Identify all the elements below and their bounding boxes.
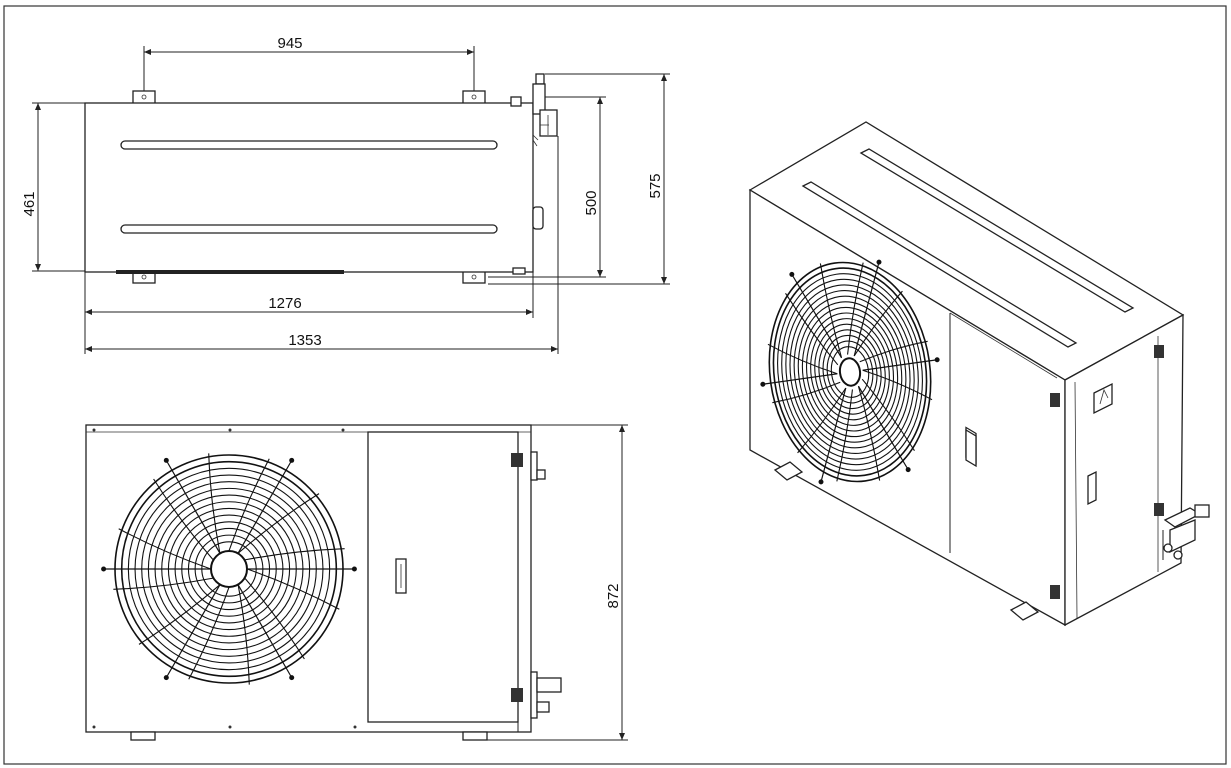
unit-foot [130,731,156,741]
fan-guard [101,453,357,685]
iso-side-handle [1087,470,1097,506]
dimension-945: 945 [277,35,302,52]
unit-foot [462,731,488,741]
mount-tab [462,90,486,105]
unit-top-body [84,102,534,273]
vent-slot [120,224,498,234]
access-panel [367,431,519,723]
vent-slot [120,140,498,150]
dimension-1353: 1353 [288,332,321,349]
iso-switch [1093,382,1113,415]
iso-vent-slot [801,181,1078,348]
dimension-1276: 1276 [268,295,301,312]
iso-foot [773,461,804,481]
dimension-500: 500 [583,190,600,215]
top-view: 945 461 500 575 1276 1353 [21,35,670,354]
iso-valves [1162,504,1210,560]
iso-handle [965,428,977,468]
dimension-461: 461 [21,191,38,216]
mount-tab [462,270,486,284]
iso-vent-slot [859,148,1135,313]
iso-foot [1009,601,1040,621]
dimension-872: 872 [605,583,622,608]
dimension-575: 575 [647,173,664,198]
mount-tab [132,90,156,105]
iso-fan-guard [760,259,940,485]
front-view: 872 [85,424,628,741]
hinge [511,688,523,702]
isometric-view [748,121,1210,627]
hinge [511,453,523,467]
drawing-frame [3,5,1227,765]
fan-guard-edge [116,270,344,274]
